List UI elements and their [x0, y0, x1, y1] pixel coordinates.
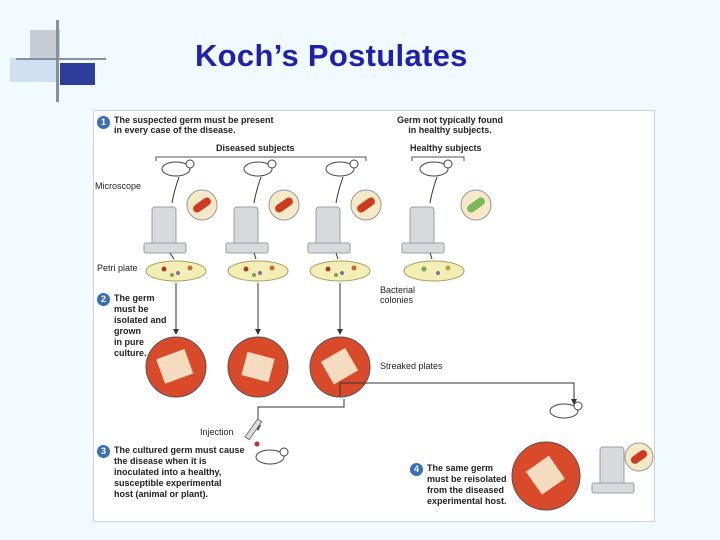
mouse-reisolation [549, 401, 583, 419]
step-2-line: in pure [114, 337, 145, 347]
petri-plate-2 [227, 260, 289, 282]
step-2-line: must be [114, 304, 149, 314]
mouse-experimental-host [255, 447, 289, 465]
step-1-line-2: in every case of the disease. [114, 125, 236, 135]
step-3-line: susceptible experimental [114, 478, 222, 488]
step-2-line: isolated and [114, 315, 167, 325]
germ-note-line-1: Germ not typically found [396, 115, 503, 125]
step-4-line: must be reisolated [427, 474, 507, 484]
streaked-plate-reisolated [511, 441, 581, 511]
step-3-line: the disease when it is [114, 456, 207, 466]
petri-plate-1 [145, 260, 207, 282]
step-1-line-1: The suspected germ must be present [114, 115, 274, 125]
step-2-line: culture. [114, 348, 147, 358]
step-2-number: 2 [97, 293, 110, 306]
step-2-line: The germ [114, 293, 155, 303]
label-bacterial-colonies-1: Bacterial [380, 285, 416, 295]
step-3-line: The cultured germ must cause [114, 445, 245, 455]
step-3-line: host (animal or plant). [114, 489, 209, 499]
magnified-bacteria-reisolated [624, 442, 654, 472]
label-petri-plate: Petri plate [97, 263, 138, 273]
label-healthy-subjects: Healthy subjects [410, 143, 482, 153]
streaked-plate-1 [145, 336, 207, 398]
step-4-number: 4 [410, 463, 423, 476]
corner-square-lightblue [10, 58, 58, 82]
label-diseased-subjects: Diseased subjects [216, 143, 295, 153]
step-3-line: inoculated into a healthy, [114, 467, 222, 477]
mouse-diseased-2 [243, 159, 277, 177]
corner-square-gray [30, 30, 60, 60]
magnified-healthy [460, 189, 492, 221]
corner-line-horizontal [16, 58, 106, 60]
mouse-diseased-3 [325, 159, 359, 177]
label-injection: Injection [200, 427, 234, 437]
corner-line-vertical [56, 20, 59, 102]
streaked-plate-3 [309, 336, 371, 398]
magnified-bacteria-3 [350, 189, 382, 221]
step-4-line: experimental host. [427, 496, 507, 506]
step-3-number: 3 [97, 445, 110, 458]
step-4-line: The same germ [427, 463, 494, 473]
mouse-healthy [419, 159, 453, 177]
magnified-bacteria-2 [268, 189, 300, 221]
label-bacterial-colonies-2: colonies [380, 295, 414, 305]
step-2-line: grown [114, 326, 141, 336]
step-1-number: 1 [97, 116, 110, 129]
petri-plate-3 [309, 260, 371, 282]
label-streaked-plates: Streaked plates [380, 361, 443, 371]
koch-postulates-figure: 1 The suspected germ must be present in … [93, 110, 655, 522]
streaked-plate-2 [227, 336, 289, 398]
microscope-reisolation [591, 446, 635, 494]
germ-note-line-2: in healthy subjects. [408, 125, 492, 135]
figure-drawing [143, 156, 654, 511]
magnified-bacteria-1 [186, 189, 218, 221]
injection-syringe [244, 418, 263, 447]
mouse-diseased-1 [161, 159, 195, 177]
slide-title: Koch’s Postulates [195, 38, 468, 73]
petri-plate-healthy [403, 260, 465, 282]
label-microscope: Microscope [95, 181, 142, 191]
step-4-line: from the diseased [427, 485, 505, 495]
corner-square-blue [60, 63, 95, 85]
